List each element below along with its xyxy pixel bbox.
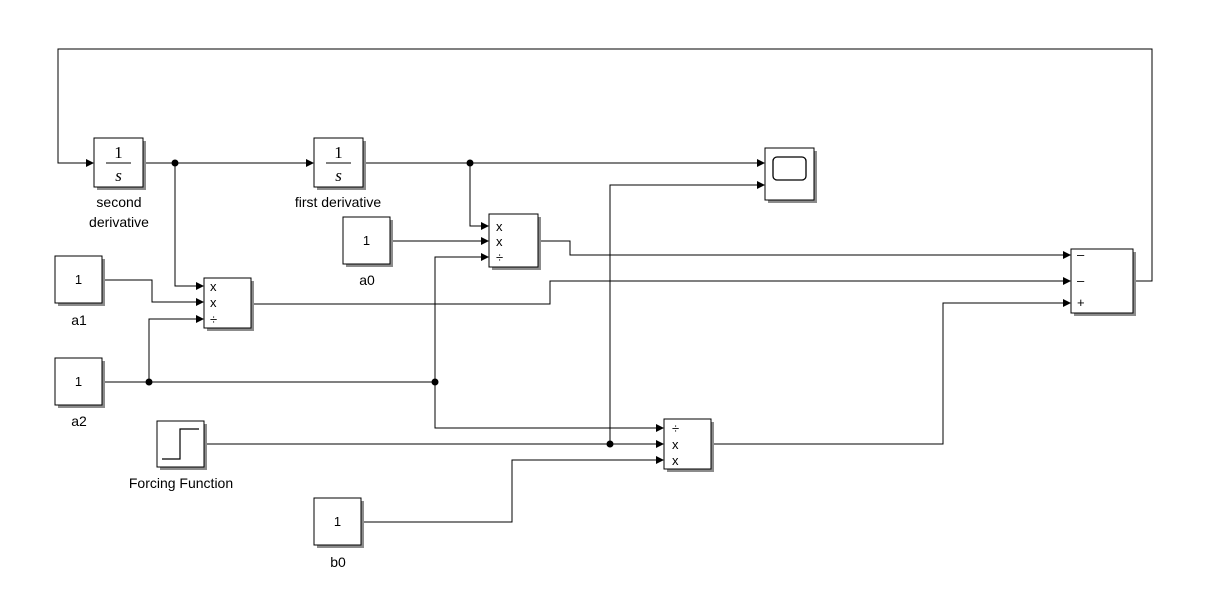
- line-product-a0-to-sum[interactable]: [541, 240, 1063, 256]
- product-port-sign: x: [496, 219, 503, 234]
- line-branch-to-product-a1[interactable]: [174, 163, 196, 287]
- label-forcing-function: Forcing Function: [129, 475, 233, 491]
- line-a1[interactable]: [102, 279, 196, 303]
- constant-value: 1: [363, 233, 370, 248]
- constant-a0[interactable]: 1: [342, 216, 393, 267]
- branch-points: [145, 159, 614, 448]
- product-port-sign: ÷: [496, 250, 503, 265]
- step-block[interactable]: [156, 420, 207, 470]
- product-block-b0[interactable]: ÷ x x: [663, 418, 714, 472]
- product-port-sign: ÷: [210, 312, 217, 327]
- line-a2-to-product-a1[interactable]: [102, 318, 196, 383]
- integrator-numerator: 1: [334, 143, 343, 162]
- product-port-sign: x: [672, 453, 679, 468]
- product-port-sign: x: [210, 279, 217, 294]
- label-a0: a0: [359, 272, 375, 288]
- integrator-denominator: s: [335, 166, 342, 185]
- branch-dot: [606, 440, 614, 448]
- label-a2: a2: [71, 413, 87, 429]
- label-derivative: derivative: [89, 214, 149, 230]
- line-product-b0-to-sum[interactable]: [713, 302, 1063, 445]
- integrator-denominator: s: [115, 166, 122, 185]
- constant-value: 1: [75, 374, 82, 389]
- line-a2-to-product-b0[interactable]: [434, 382, 656, 429]
- sum-port-sign: –: [1077, 247, 1085, 262]
- constant-a1[interactable]: 1: [54, 255, 105, 306]
- signal-lines: [57, 48, 1153, 523]
- constant-value: 1: [75, 272, 82, 287]
- scope-block[interactable]: [764, 147, 817, 203]
- product-port-sign: ÷: [672, 421, 679, 436]
- product-block-a1[interactable]: x x ÷: [203, 277, 254, 331]
- sum-port-sign: –: [1077, 273, 1085, 288]
- branch-dot: [171, 159, 179, 167]
- label-first-derivative: first derivative: [295, 194, 382, 210]
- scope-icon: [772, 156, 807, 181]
- product-block-a0[interactable]: x x ÷: [488, 213, 541, 270]
- integrator-second-derivative[interactable]: 1 s: [93, 137, 146, 190]
- product-port-sign: x: [496, 234, 503, 249]
- arrowheads: [86, 159, 1071, 464]
- constant-value: 1: [334, 514, 341, 529]
- product-port-sign: x: [210, 295, 217, 310]
- line-branch-to-product-a0[interactable]: [469, 163, 481, 227]
- step-icon: [162, 428, 199, 460]
- product-port-sign: x: [672, 437, 679, 452]
- constant-b0[interactable]: 1: [313, 497, 364, 548]
- label-a1: a1: [71, 312, 87, 328]
- sum-port-sign: +: [1077, 295, 1085, 310]
- branch-dot: [145, 378, 153, 386]
- constant-a2[interactable]: 1: [54, 357, 105, 408]
- line-step-to-scope[interactable]: [609, 184, 757, 444]
- label-b0: b0: [330, 554, 346, 570]
- branch-dot: [466, 159, 474, 167]
- integrator-numerator: 1: [114, 143, 123, 162]
- line-product-a1-to-sum[interactable]: [253, 280, 1063, 305]
- integrator-first-derivative[interactable]: 1 s: [313, 137, 366, 190]
- label-second: second: [96, 194, 141, 210]
- branch-dot: [431, 378, 439, 386]
- feedback-line[interactable]: [57, 48, 1153, 282]
- sum-block[interactable]: – – +: [1070, 247, 1136, 316]
- line-a2-to-product-a0[interactable]: [434, 256, 481, 382]
- line-b0[interactable]: [362, 459, 656, 523]
